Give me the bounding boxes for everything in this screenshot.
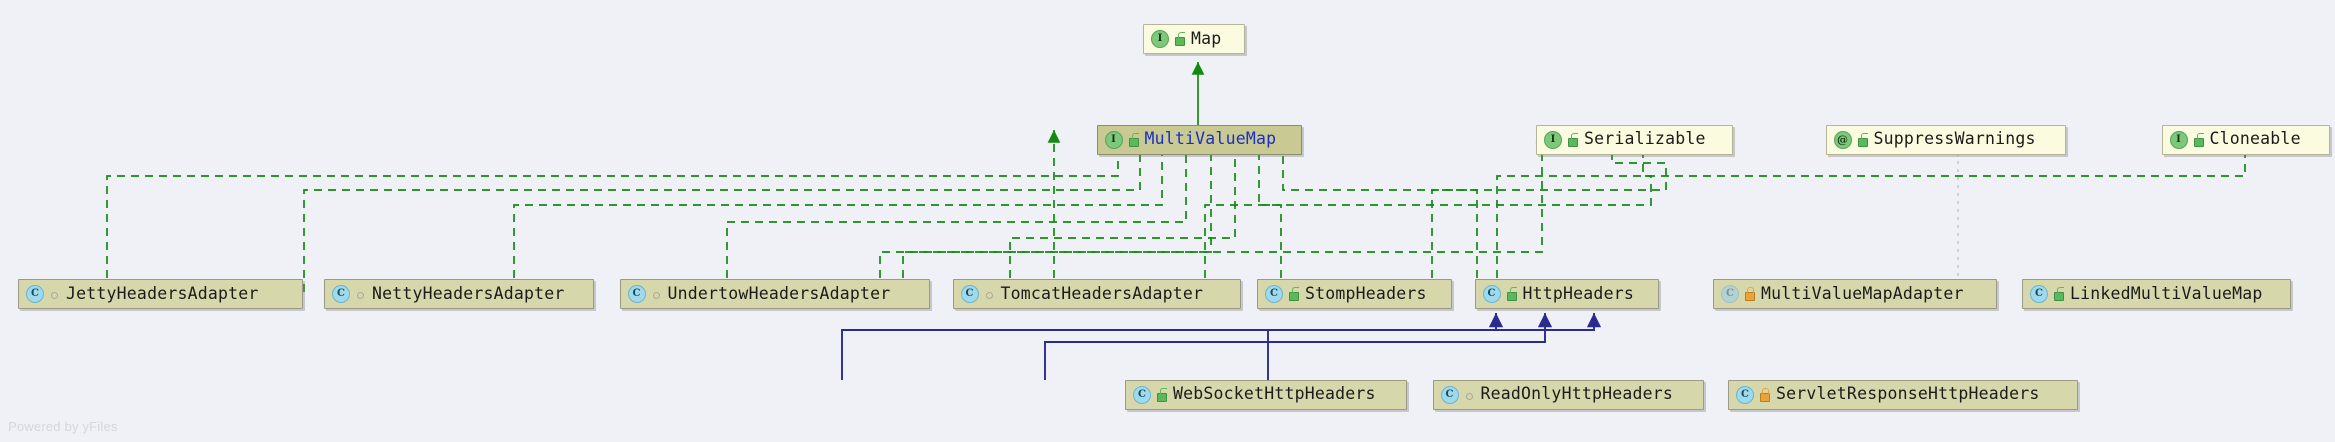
class-node-readonlyhttpheaders[interactable]: C ReadOnlyHttpHeaders <box>1432 379 1704 410</box>
class-badge-icon: C <box>960 285 979 303</box>
class-node-label: WebSocketHttpHeaders <box>1173 384 1376 404</box>
class-badge-icon: C <box>2030 285 2048 303</box>
class-node-label: NettyHeadersAdapter <box>372 283 565 303</box>
class-node-label: MultiValueMapAdapter <box>1761 283 1964 303</box>
realization-edges <box>106 62 2252 292</box>
edge-servletresponsehttpheaders-httpheaders <box>1267 313 1602 380</box>
interface-badge-icon: I <box>2169 130 2188 149</box>
lock-closed-icon <box>1742 286 1756 302</box>
class-node-tomcatheadersadapter[interactable]: C TomcatHeadersAdapter <box>952 279 1241 309</box>
class-node-label: Cloneable <box>2209 129 2301 149</box>
lock-open-icon <box>2051 286 2065 302</box>
lock-open-icon <box>1286 286 1300 302</box>
class-node-label: ReadOnlyHttpHeaders <box>1480 384 1674 404</box>
package-visibility-icon <box>1462 387 1476 403</box>
package-visibility-icon <box>982 286 996 302</box>
lock-open-icon <box>1126 132 1140 148</box>
class-node-label: LinkedMultiValueMap <box>2070 283 2263 303</box>
annotation-badge-icon: @ <box>1833 130 1852 149</box>
class-badge-icon: C <box>1721 285 1739 303</box>
class-node-serializable[interactable]: I Serializable <box>1536 124 1733 155</box>
class-node-stompheaders[interactable]: C StompHeaders <box>1257 279 1452 309</box>
class-node-label: TomcatHeadersAdapter <box>1000 283 1204 303</box>
class-node-label: JettyHeadersAdapter <box>66 283 259 303</box>
class-node-label: MultiValueMap <box>1144 129 1277 149</box>
class-node-servletresponsehttpheaders[interactable]: C ServletResponseHttpHeaders <box>1728 379 2078 410</box>
class-node-httpheaders[interactable]: C HttpHeaders <box>1474 279 1659 309</box>
class-node-multivaluemap[interactable]: I MultiValueMap <box>1096 124 1302 155</box>
edge-websockethttpheaders-httpheaders <box>841 313 1504 380</box>
class-node-nettyheadersadapter[interactable]: C NettyHeadersAdapter <box>324 279 594 309</box>
class-node-label: StompHeaders <box>1305 283 1427 303</box>
class-node-suppresswarnings[interactable]: @ SuppressWarnings <box>1825 124 2066 155</box>
lock-open-icon <box>1154 387 1168 403</box>
class-node-websockethttpheaders[interactable]: C WebSocketHttpHeaders <box>1125 379 1407 410</box>
class-node-cloneable[interactable]: I Cloneable <box>2161 124 2330 155</box>
class-node-linkedmultivaluemap[interactable]: C LinkedMultiValueMap <box>2022 279 2291 309</box>
edge-undertowheadersadapter-multivaluemap <box>513 130 1169 292</box>
class-badge-icon: C <box>26 285 44 303</box>
lock-open-icon <box>1855 132 1869 148</box>
lock-open-icon <box>2191 132 2205 148</box>
class-badge-icon: C <box>332 285 350 303</box>
class-node-label: HttpHeaders <box>1522 283 1634 303</box>
class-badge-icon: C <box>1736 385 1754 404</box>
class-badge-icon: C <box>627 285 646 303</box>
lock-closed-icon <box>1757 387 1771 403</box>
class-node-label: Map <box>1191 28 1222 48</box>
interface-badge-icon: I <box>1151 30 1169 48</box>
class-badge-icon: C <box>1133 385 1151 404</box>
class-badge-icon: C <box>1482 285 1501 303</box>
lock-open-icon <box>1565 132 1579 148</box>
class-node-jettyheadersadapter[interactable]: C JettyHeadersAdapter <box>18 279 303 309</box>
edge-jettyheadersadapter-multivaluemap <box>106 130 1125 292</box>
package-visibility-icon <box>353 286 367 302</box>
lock-open-icon <box>1172 31 1186 47</box>
yfiles-watermark: Powered by yFiles <box>8 419 118 434</box>
class-badge-icon: C <box>1440 385 1459 404</box>
package-visibility-icon <box>649 286 663 302</box>
edge-linkedmultivaluemap-multivaluemap <box>1276 130 1478 292</box>
class-badge-icon: C <box>1265 285 1283 303</box>
class-node-label: UndertowHeadersAdapter <box>667 283 891 303</box>
package-visibility-icon <box>47 286 61 302</box>
interface-badge-icon: I <box>1104 130 1123 149</box>
interface-badge-icon: I <box>1544 130 1562 149</box>
class-node-map[interactable]: I Map <box>1143 24 1245 54</box>
generalization-edges <box>841 313 1602 380</box>
class-node-undertowheadersadapter[interactable]: C UndertowHeadersAdapter <box>619 279 930 309</box>
edge-nettyheadersadapter-multivaluemap <box>303 130 1147 292</box>
lock-open-icon <box>1504 286 1518 302</box>
class-node-multivaluemapadapter[interactable]: C MultiValueMapAdapter <box>1713 279 1997 309</box>
class-node-label: SuppressWarnings <box>1873 129 2036 149</box>
edge-readonlyhttpheaders-httpheaders <box>1044 313 1553 380</box>
class-node-label: ServletResponseHttpHeaders <box>1776 384 2040 404</box>
class-node-label: Serializable <box>1584 129 1706 149</box>
